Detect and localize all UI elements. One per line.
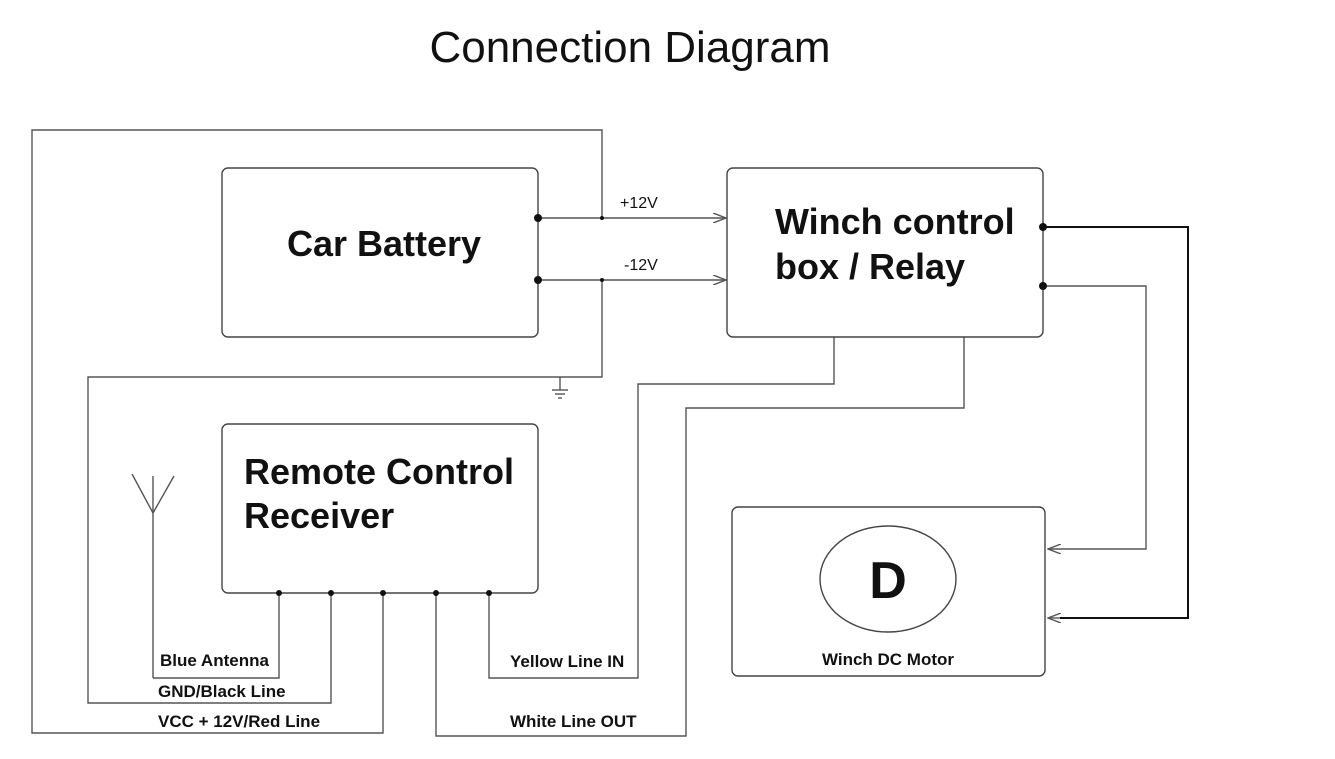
car-battery-box (221, 167, 539, 338)
yellow-wire (488, 337, 835, 679)
receiver-label-line1: Remote Control (244, 451, 514, 492)
blue-antenna-wire (153, 593, 280, 679)
motor-symbol: D (869, 552, 907, 610)
minus12-label: -12V (624, 257, 658, 274)
ground-icon (552, 377, 568, 399)
vcc-wire (31, 129, 603, 734)
relay-box (726, 167, 1044, 338)
motor-symbol-circle (819, 525, 957, 633)
antenna-icon (131, 473, 175, 678)
relay-label-line2: box / Relay (775, 246, 965, 287)
gnd-label: GND/Black Line (158, 682, 286, 701)
white-wire (435, 337, 965, 737)
relay-motor-wire-2 (1043, 285, 1147, 549)
motor-label: Winch DC Motor (822, 650, 954, 669)
page-title: Connection Diagram (429, 23, 830, 72)
yellow-label: Yellow Line IN (510, 652, 624, 671)
blue-antenna-label: Blue Antenna (160, 651, 269, 670)
receiver-label-line2: Receiver (244, 495, 394, 536)
car-battery-label: Car Battery (287, 223, 481, 264)
gnd-wire (87, 280, 603, 704)
vcc-label: VCC + 12V/Red Line (158, 712, 320, 731)
white-label: White Line OUT (510, 712, 637, 731)
plus12-label: +12V (620, 195, 658, 212)
relay-label-line1: Winch control (775, 201, 1015, 242)
relay-motor-wire-1 (1043, 226, 1189, 619)
